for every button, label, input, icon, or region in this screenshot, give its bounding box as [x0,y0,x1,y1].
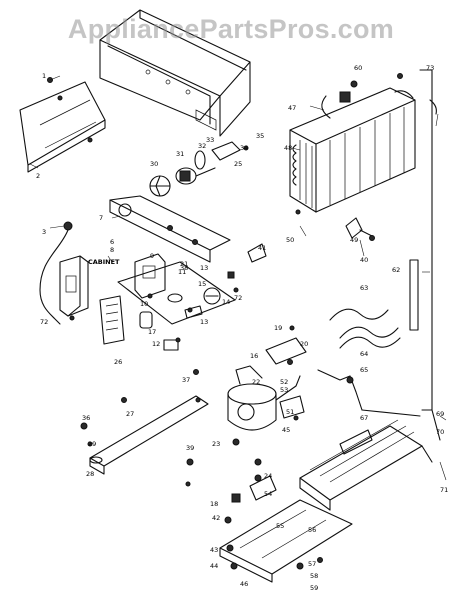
part-label: 9 [150,252,154,260]
part-label: 70 [436,428,444,436]
part-label: 56 [308,526,316,534]
part-label: 44 [210,562,218,570]
electrical-parts [139,243,267,329]
part-label: 37 [182,376,190,384]
part-label: 49 [350,236,358,244]
part-label: 19 [274,324,282,332]
part-label: 53 [280,386,288,394]
part-label: 73 [426,64,434,72]
evaporator-coil [289,87,416,213]
part-label: 26 [114,358,122,366]
compressor-bracket [265,337,307,419]
part-label: 52 [280,378,288,386]
part-label: 62 [392,266,400,274]
part-label: 46 [240,580,248,588]
part-label: 1 [42,72,46,80]
part-label: 8 [110,246,114,254]
small-fan [345,217,375,241]
compressor [227,365,301,431]
part-label: 72 [40,318,48,326]
cabinet-label: CABINET [88,258,120,266]
fan-assembly [149,141,249,197]
part-label: 51 [286,408,294,416]
terminal-block [99,295,179,351]
part-label: 2 [36,172,40,180]
part-label: 36 [82,414,90,422]
part-label: 10 [140,300,148,308]
hardware [47,73,403,570]
part-label: 33 [206,136,214,144]
part-label: 27 [126,410,134,418]
part-label: 58 [310,572,318,580]
part-label: 17 [148,328,156,336]
part-label: 11 [178,268,186,276]
part-label: 38 [180,264,188,272]
part-label: 13 [200,264,208,272]
refrigerant-line [409,69,441,441]
leader-lines [29,75,447,481]
part-label: 63 [360,284,368,292]
part-label: 34 [240,144,248,152]
part-label: 16 [250,352,258,360]
part-label: 43 [210,546,218,554]
base-pan [219,475,353,583]
part-label: 32 [198,142,206,150]
part-label: 48 [284,144,292,152]
part-label: 25 [234,160,242,168]
tubing [317,369,421,417]
part-label: 64 [360,350,368,358]
top-shroud [99,9,251,137]
part-label: 72 [234,294,242,302]
condenser [299,419,433,511]
control-box [59,253,166,317]
part-label: 18 [210,500,218,508]
part-label: 7 [99,214,103,222]
part-label: 6 [110,238,114,246]
part-label: 42 [212,514,220,522]
part-label: 3 [42,228,46,236]
part-label: 57 [308,560,316,568]
part-label: 15 [198,280,206,288]
part-label: 71 [440,486,448,494]
part-label: 69 [436,410,444,418]
part-label: 29 [88,440,96,448]
part-label: 59 [310,584,318,592]
part-label: 28 [86,470,94,478]
part-label: 12 [152,340,160,348]
part-label: 45 [282,426,290,434]
part-label: 60 [354,64,362,72]
base-rail [89,395,209,475]
part-label: 20 [300,340,308,348]
part-label: 13 [200,318,208,326]
coiled-tube [329,308,401,349]
part-label: 21 [180,260,188,268]
part-label: 65 [360,366,368,374]
part-label: 41 [258,244,266,252]
part-label: 54 [264,490,272,498]
fan-bracket [109,195,231,263]
part-label: 35 [256,132,264,140]
part-label: 14 [222,298,230,306]
part-label: 31 [176,150,184,158]
part-label: 47 [288,104,296,112]
part-label: 30 [150,160,158,168]
part-label: 22 [252,378,260,386]
part-label: 40 [360,256,368,264]
part-label: 55 [276,522,284,530]
power-cord [39,221,73,325]
part-label: 24 [264,472,272,480]
part-labels: 1 2 3 6 7 8 9 10 11 12 13 13 14 15 16 17… [36,64,448,592]
part-label: 50 [286,236,294,244]
side-panel [19,81,106,173]
part-label: 67 [360,414,368,422]
part-label: 39 [186,444,194,452]
part-label: 23 [212,440,220,448]
